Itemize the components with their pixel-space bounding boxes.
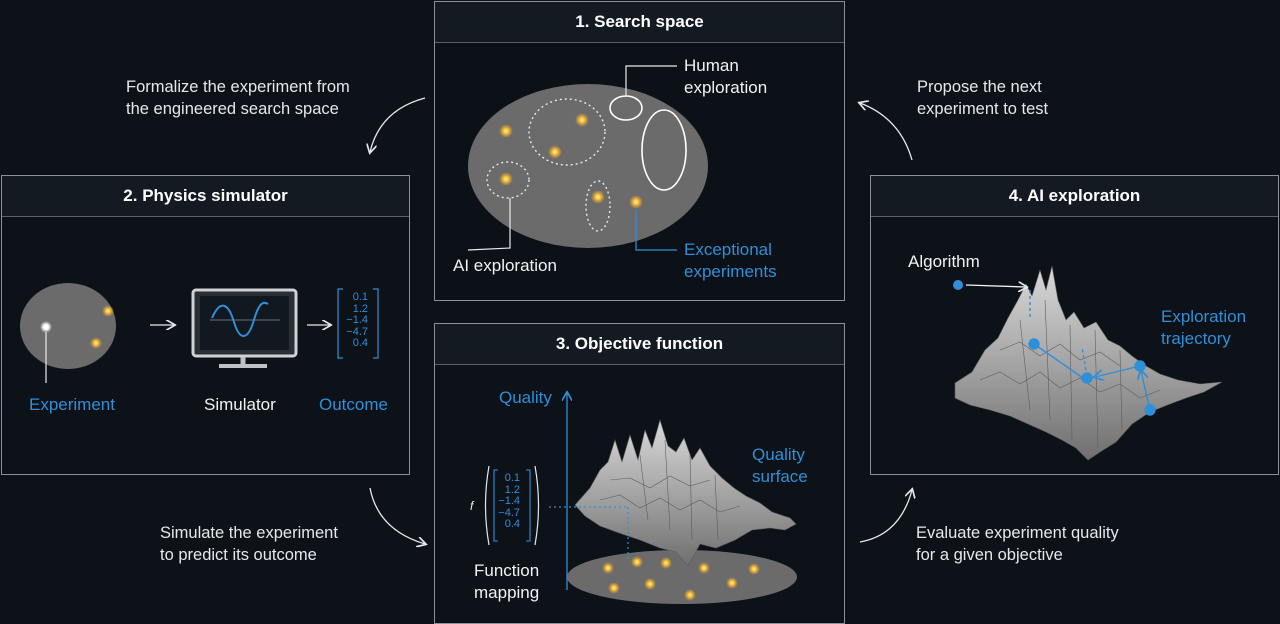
dot [698,562,710,574]
panel-title: 2. Physics simulator [2,176,409,217]
label-quality-surface: Quality surface [752,445,808,486]
caption-simulate: Simulate the experiment to predict its o… [160,524,338,564]
label-human-exploration: Human exploration [684,56,768,97]
arrow-formalize [370,97,426,152]
label-quality-axis: Quality [499,388,552,407]
arrow-propose [860,103,913,161]
caption-propose: Propose the next experiment to test [917,78,1049,118]
caption-evaluate: Evaluate experiment quality for a given … [916,524,1119,564]
experiment-oval [20,283,116,369]
input-vector: 0.1 1.2 −1.4 −4.7 0.4 [498,472,520,530]
dot [608,582,620,594]
monitor-icon [191,288,298,368]
outcome-vector: 0.1 1.2 −1.4 −4.7 0.4 [346,291,368,349]
panel-title: 1. Search space [435,2,844,43]
dot [748,563,760,575]
label-exploration-trajectory: Exploration trajectory [1161,307,1247,348]
projection-plane [567,550,797,604]
experiment-dot [40,321,52,333]
panel-objective-function: 3. Objective function [434,323,845,624]
panel-ai-exploration: 4. AI exploration [870,175,1279,475]
panel-title: 4. AI exploration [871,176,1278,217]
function-symbol: f [470,499,474,513]
label-ai-exploration: AI exploration [453,256,557,275]
label-outcome: Outcome [319,395,388,414]
dot [684,589,696,601]
arrow-simulate [369,487,425,544]
dot [602,562,614,574]
dot [631,556,643,568]
trajectory [1028,290,1156,416]
caption-formalize: Formalize the experiment from the engine… [126,78,350,118]
panel-title: 3. Objective function [435,324,844,365]
label-function-mapping: Function mapping [474,561,540,602]
label-experiment: Experiment [29,395,115,414]
dot [102,305,114,317]
label-algorithm: Algorithm [908,252,980,271]
dot [644,578,656,590]
dot [90,337,102,349]
exploration-surface [954,265,1223,461]
arrow-evaluate [859,490,912,543]
label-exceptional-experiments: Exceptional experiments [684,240,777,281]
algorithm-start [953,280,963,290]
quality-surface [574,418,797,567]
dot [660,557,672,569]
dot [726,577,738,589]
panel-physics-simulator: 2. Physics simulator [1,175,410,475]
label-simulator: Simulator [204,395,276,414]
